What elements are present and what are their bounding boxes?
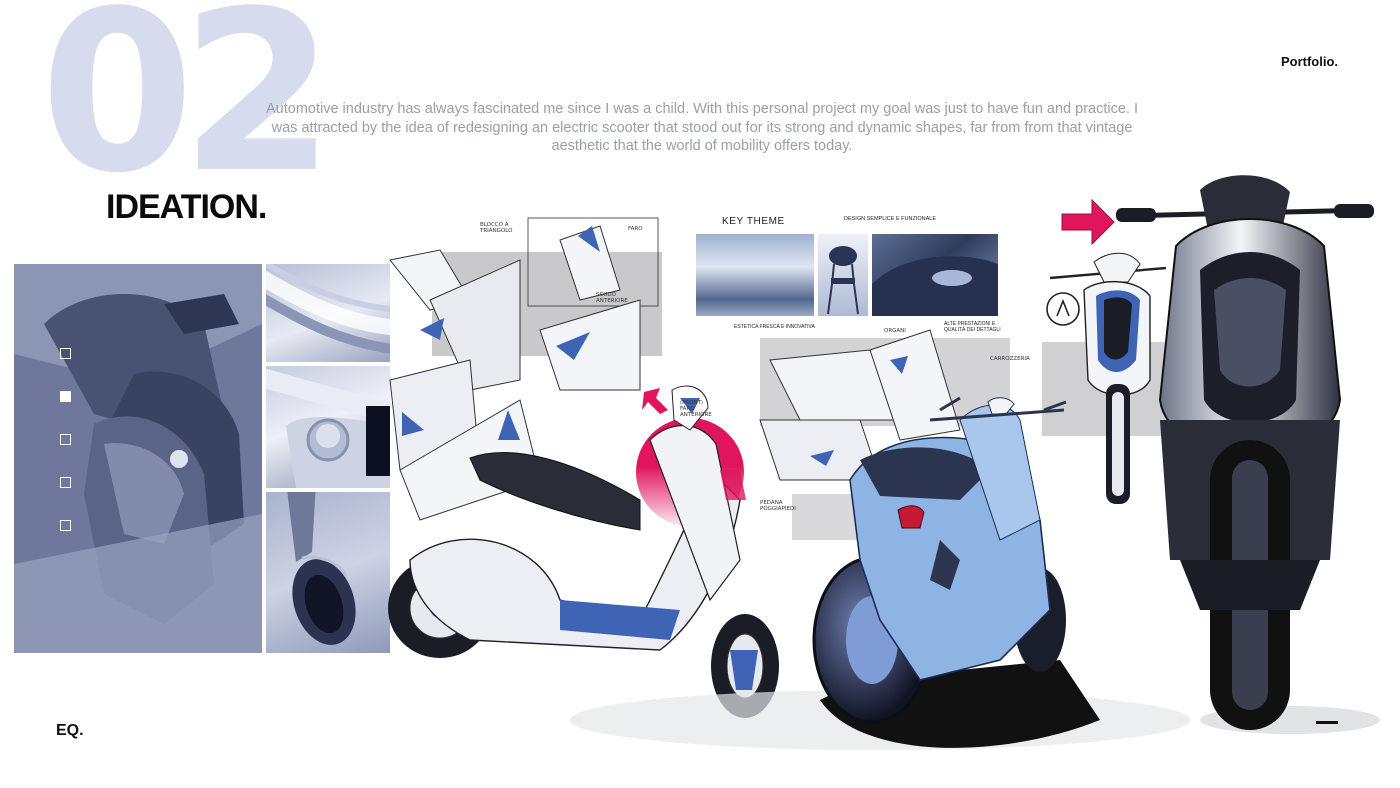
moodboard-image-architecture [696,234,814,316]
portfolio-link[interactable]: Portfolio. [1280,54,1338,69]
sketch-note: BLOCCO A TRIANGOLO [480,222,513,234]
rider-photo-illustration [14,264,262,653]
small-pink-arrow [642,388,668,414]
brand-logo: EQ. [56,722,84,739]
sketch-note: SCUDO ANTERIORE [596,292,628,304]
rider-photo [14,264,262,653]
scooter-front-small-sketch [1049,252,1167,504]
sketch-blue-accents [402,226,908,466]
moodboard-title: KEY THEME [722,216,785,227]
section-title: IDEATION. [106,188,267,226]
chair-illustration [827,246,859,315]
sketch-frame [527,217,659,307]
moodboard-note-bottom-right: ALTE PRESTAZIONI E QUALITÀ DEI DETTAGLI [944,321,1001,333]
detail-photo-mirror [266,482,390,653]
sketch-note: FARO [628,226,643,232]
slide-nav-dot-1[interactable] [60,348,71,359]
sketch-note: (FRONT) FARO ANTERIORE [680,400,712,418]
detail-photo-button [256,366,400,488]
headlight-detail-illustration [251,255,401,355]
scooter-front-large-sketch [1116,175,1380,734]
button-detail-illustration [256,366,400,488]
slide-nav-dot-3[interactable] [60,434,71,445]
brand-a-badge-icon [1046,292,1080,326]
mirror-detail-illustration [286,482,356,645]
moodboard-note-bottom-left: ESTETICA FRESCA E INNOVATIVA [734,324,815,330]
intro-paragraph: Automotive industry has always fascinate… [265,101,1139,154]
sketch-note: CARROZZERIA [990,356,1030,362]
slide-nav-dot-2[interactable] [60,391,71,402]
moodboard-image-chair [818,234,868,316]
sketch-note: PEDANA POGGIAPIEDI [760,500,796,512]
scooter-rear-sketch [570,396,1190,750]
car-detail-illustration [872,256,998,316]
slide-nav-dot-5[interactable] [60,520,71,531]
sketch-note: ORGANI [884,328,906,334]
key-theme-moodboard: KEY THEME DESIGN SEMPLICE E FUNZIONALE E… [694,212,1014,336]
section-number: 02 [40,0,335,222]
arrow-right-icon [1061,198,1115,246]
slide-nav [60,348,80,563]
scooter-side-sketch [388,385,779,718]
page-indicator-dash [1316,721,1338,724]
moodboard-note-top: DESIGN SEMPLICE E FUNZIONALE [844,216,936,222]
detail-photo-headlight [251,255,401,362]
slide-nav-dot-4[interactable] [60,477,71,488]
moodboard-image-car [872,234,998,316]
